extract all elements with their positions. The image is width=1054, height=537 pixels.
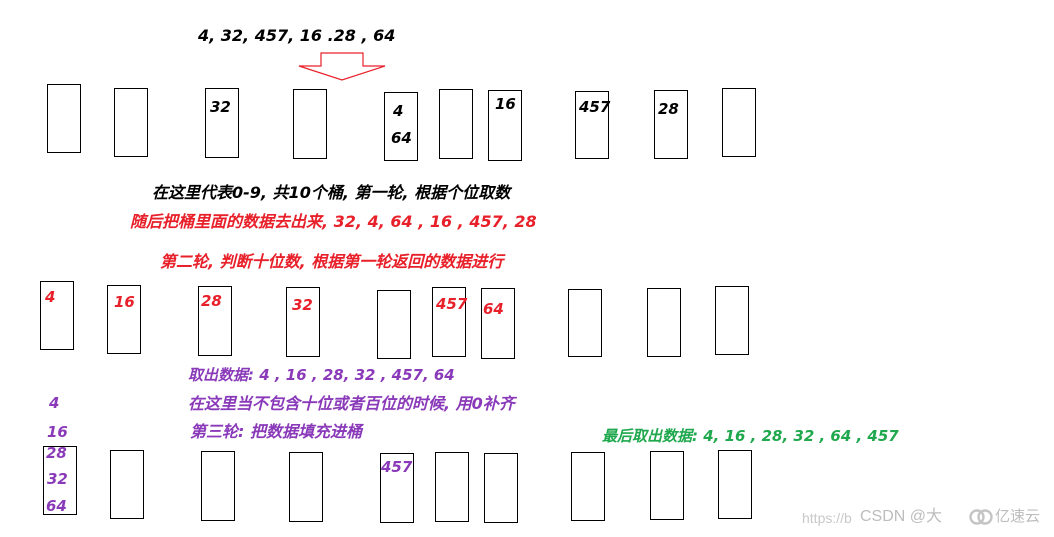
watermark-brand: 亿速云 — [995, 508, 1041, 525]
bucket-value: 64 — [483, 300, 504, 318]
watermark-url: https://b — [802, 510, 852, 526]
input-numbers: 4, 32, 457, 16 .28 , 64 — [198, 26, 396, 45]
bucket-value: 28 — [201, 292, 222, 310]
bucket-value: 32 — [210, 98, 231, 116]
bucket-value: 64 — [46, 497, 67, 515]
bucket-5 — [435, 452, 469, 522]
bucket-value: 28 — [46, 444, 67, 462]
bucket-3: 32 — [286, 287, 320, 357]
final-result: 最后取出数据: 4, 16 , 28, 32 , 64 , 457 — [602, 427, 899, 445]
bucket-0: 28 32 64 — [43, 446, 77, 515]
bucket-8 — [650, 451, 684, 520]
bucket-1 — [114, 88, 148, 157]
bucket-4 — [377, 290, 411, 359]
bucket-3 — [289, 452, 323, 522]
side-value-2: 16 — [47, 423, 68, 441]
bucket-value: 28 — [658, 100, 679, 118]
bucket-value: 32 — [292, 296, 313, 314]
bucket-0 — [47, 84, 81, 153]
bucket-2: 28 — [198, 286, 232, 356]
bucket-9 — [718, 450, 752, 519]
bucket-6 — [484, 453, 518, 523]
bucket-8 — [647, 288, 681, 357]
explanation-round3: 第三轮: 把数据填充进桶 — [190, 422, 362, 441]
bucket-value: 457 — [381, 458, 413, 476]
bucket-6: 64 — [481, 288, 515, 359]
bucket-value: 457 — [436, 295, 468, 313]
bucket-value: 4 — [45, 288, 56, 306]
bucket-8: 28 — [654, 90, 688, 159]
bucket-9 — [715, 286, 749, 355]
bucket-value: 16 — [495, 95, 516, 113]
bucket-2 — [201, 451, 235, 521]
bucket-7 — [571, 452, 605, 521]
bucket-1 — [110, 450, 144, 519]
bucket-value: 457 — [579, 98, 611, 116]
bucket-value: 64 — [391, 129, 412, 147]
bucket-0: 4 — [40, 281, 74, 350]
bucket-4: 4 64 — [384, 92, 418, 161]
bucket-6: 16 — [488, 90, 522, 161]
yisu-logo-icon — [969, 509, 993, 525]
bucket-7: 457 — [575, 91, 611, 159]
bucket-1: 16 — [107, 285, 141, 354]
bucket-9 — [722, 88, 756, 157]
side-value-1: 4 — [49, 394, 60, 412]
explanation-round1: 在这里代表0-9, 共10个桶, 第一轮, 根据个位取数 — [152, 183, 511, 202]
explanation-padding: 在这里当不包含十位或者百位的时候, 用0补齐 — [188, 394, 515, 413]
explanation-round2-output: 取出数据: 4 , 16 , 28, 32 , 457, 64 — [188, 366, 455, 384]
explanation-round1-output: 随后把桶里面的数据去出来, 32, 4, 64 , 16 , 457, 28 — [130, 212, 537, 231]
down-arrow-icon — [298, 52, 386, 81]
bucket-4: 457 — [380, 453, 414, 523]
bucket-value: 32 — [47, 470, 68, 488]
bucket-5: 457 — [432, 287, 468, 357]
bucket-5 — [439, 89, 473, 159]
bucket-value: 4 — [393, 102, 404, 120]
bucket-value: 16 — [114, 293, 135, 311]
bucket-2: 32 — [205, 88, 239, 158]
bucket-7 — [568, 289, 602, 357]
watermark-csdn: CSDN @大 — [860, 508, 943, 525]
bucket-3 — [293, 89, 327, 159]
explanation-round2: 第二轮, 判断十位数, 根据第一轮返回的数据进行 — [160, 252, 504, 271]
